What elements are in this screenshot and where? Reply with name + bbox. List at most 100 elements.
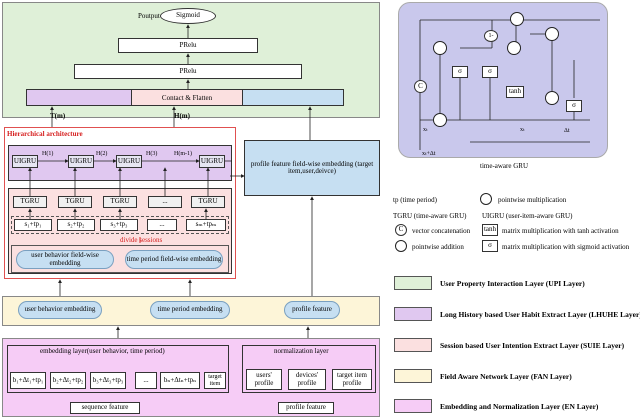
gru-concat-node: C [414, 80, 427, 93]
legend-label-en: Embedding and Normalization Layer (EN La… [440, 402, 599, 411]
note-tgru: TGRU (time-aware GRU) [393, 212, 467, 220]
gru-dt-label: Δt [564, 128, 570, 134]
gru-sigma-3: σ [566, 100, 582, 112]
uigru-box-1: UIGRU [12, 155, 38, 168]
event-label-4: ... [143, 375, 149, 384]
tanh-symbol-label: tanh [483, 225, 497, 234]
note-vector-concat: vector concatenation [412, 227, 471, 235]
tgru-label-3: TGRU [110, 197, 130, 206]
embedding-layer-label: embedding layer(user behavior, time peri… [40, 347, 165, 355]
legend-swatch-upi [394, 276, 432, 290]
h-label-1: H(1) [42, 151, 54, 157]
session-cell-2: s₂+tp₂ [57, 219, 95, 231]
gru-xt-label: xₜ [423, 127, 428, 133]
event-cell-5: bₙ+Δtₙ+tpₙ [160, 372, 200, 389]
users-profile-cell: users' profile [246, 369, 282, 390]
profile-embedding-box: profile feature field-wise embedding (ta… [244, 140, 380, 196]
gru-mult-top [510, 12, 524, 26]
devices-profile-label: devices' profile [295, 371, 319, 387]
gru-tanh-label: tanh [508, 87, 522, 96]
tgru-box-1: TGRU [13, 196, 47, 208]
t-m-label: T(m) [50, 112, 66, 120]
legend-swatch-fan [394, 369, 432, 383]
poutput-label: Poutput [138, 12, 160, 20]
event-cell-4: ... [135, 372, 157, 389]
note-tanh-act: matrix multiplication with tanh activati… [502, 227, 619, 235]
sigmoid-node: Sigmoid [160, 8, 216, 24]
gru-add-bottom [545, 91, 559, 105]
h-label-3: H(3) [146, 151, 158, 157]
gru-sigma-1-label: σ [458, 67, 462, 76]
prelu-top-box: PRelu [118, 38, 258, 53]
time-period-emb-pill: time period field-wise embedding [125, 250, 223, 269]
profile-embedding-label: profile feature field-wise embedding (ta… [250, 159, 374, 175]
target-item-profile-cell: target item profile [332, 369, 372, 390]
legend-label-upi: User Property Interaction Layer (UPI Lay… [440, 279, 585, 288]
session-cell-1: s₁+tp₁ [14, 219, 52, 231]
hier-title: Hierarchical architecture [7, 130, 83, 138]
tgru-box-4: ... [148, 196, 182, 208]
fan-profile-label: profile feature [292, 305, 332, 314]
prelu-bottom-label: PRelu [179, 66, 197, 75]
tgru-label-5: TGRU [198, 197, 218, 206]
user-behavior-emb-label: user behavior field-wise embedding [31, 251, 99, 267]
users-profile-label: users' profile [254, 371, 274, 387]
note-sigmoid-act: matrix multiplication with sigmoid activ… [502, 243, 630, 251]
uigru-label-1: UIGRU [13, 156, 37, 165]
gru-panel [398, 2, 608, 158]
event-cell-1: b₁+Δt₁+tp₁ [10, 372, 46, 389]
gru-caption: time-aware GRU [480, 162, 529, 170]
note-pointwise-add: pointwise addition [412, 243, 464, 251]
tgru-label-4: ... [162, 197, 168, 206]
note-tp: tp (time period) [393, 196, 437, 204]
tgru-box-2: TGRU [58, 196, 92, 208]
concat-right-segment [243, 90, 343, 105]
event-label-2: b₂+Δt₂+tp₂ [52, 375, 84, 384]
h-label-4: H(m-1) [174, 151, 192, 157]
gru-concat-label: C [418, 81, 423, 90]
gru-mult-mid [507, 41, 521, 55]
target-item-label: target item [208, 374, 222, 387]
sigma-symbol: σ [482, 240, 498, 252]
legend-label-lhuhe: Long History based User Habit Extract La… [440, 310, 640, 319]
legend-swatch-suie [394, 338, 432, 352]
legend-swatch-en [394, 399, 432, 413]
sigmoid-label: Sigmoid [176, 11, 200, 20]
event-label-3: b₃+Δt₃+tp₃ [92, 375, 124, 384]
prelu-top-label: PRelu [179, 40, 197, 49]
h-m-label: H(m) [174, 112, 190, 120]
fan-time-period-label: time period embedding [157, 305, 223, 314]
concat-left-segment [27, 90, 132, 105]
tgru-label-1: TGRU [20, 197, 40, 206]
normalization-layer-label: normalization layer [274, 347, 329, 355]
gru-one-minus: 1- [484, 30, 498, 42]
gru-sigma-3-label: σ [572, 101, 576, 110]
gru-sigma-2-label: σ [488, 67, 492, 76]
h-label-2: H(2) [96, 151, 108, 157]
prelu-bottom-box: PRelu [74, 64, 302, 79]
divide-sessions-label: divide sessions [120, 236, 163, 244]
event-label-1: b₁+Δt₁+tp₁ [12, 375, 44, 384]
note-pointwise-mult: pointwise multiplication [498, 196, 567, 204]
tgru-label-2: TGRU [65, 197, 85, 206]
fan-time-period-pill: time period embedding [150, 301, 230, 319]
session-cell-5: sₘ+tpₘ [186, 219, 226, 231]
tgru-box-3: TGRU [103, 196, 137, 208]
sequence-feature-box: sequence feature [70, 402, 140, 414]
event-cell-2: b₂+Δt₂+tp₂ [50, 372, 86, 389]
devices-profile-cell: devices' profile [288, 369, 326, 390]
legend-swatch-lhuhe [394, 307, 432, 321]
session-label-5: sₘ+tpₘ [195, 220, 217, 229]
note-uigru: UIGRU (user-item-aware GRU) [482, 212, 573, 220]
profile-feature-label: profile feature [286, 403, 326, 412]
session-label-1: s₁+tp₁ [24, 220, 42, 229]
target-item-profile-label: target item profile [337, 371, 367, 387]
target-item-cell: target item [204, 372, 226, 389]
gru-add-top [545, 27, 559, 41]
event-cell-3: b₃+Δt₃+tp₃ [90, 372, 126, 389]
legend-label-suie: Session based User Intention Extract Lay… [440, 341, 625, 350]
gru-tanh: tanh [506, 86, 524, 98]
sequence-feature-label: sequence feature [81, 403, 129, 412]
session-cell-4: ... [147, 219, 177, 231]
